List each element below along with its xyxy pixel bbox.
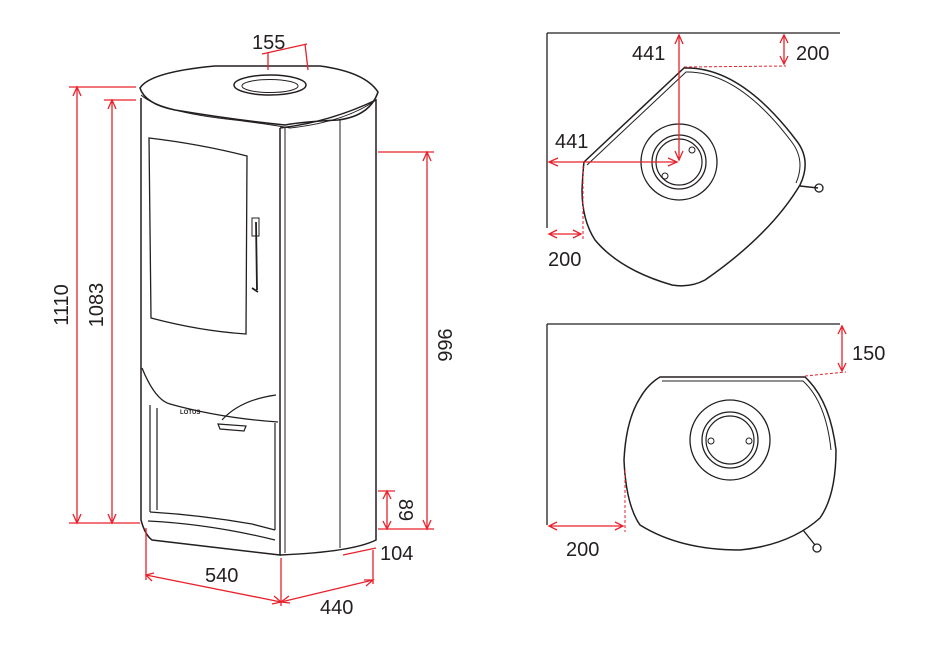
dim-ext-wall-back-clearance (804, 371, 847, 377)
flue-collar-icon (233, 74, 307, 96)
dim-arrows-wall-side-clearance (547, 521, 625, 531)
label-outlet-height: 89 (394, 499, 416, 521)
door-handle-icon (251, 221, 259, 293)
wall-flue-collar-icon (701, 411, 759, 469)
storage-compartment-frame (149, 405, 276, 530)
dim-line-rear-offset (342, 547, 377, 556)
flue-inner-ring (241, 79, 299, 93)
dim-arrows-wall-back-clearance (837, 324, 847, 373)
air-control-icon (221, 394, 277, 421)
label-depth: 440 (320, 597, 353, 619)
label-flue-diameter: 155 (252, 32, 285, 54)
corner-plan-view: 441 441 200 200 (546, 32, 840, 287)
dim-line-depth (280, 579, 374, 603)
dim-arrows-door-height (107, 98, 117, 525)
label-side-clearance: 200 (548, 249, 581, 271)
corner-lever-knob-icon (814, 183, 824, 193)
dim-arrows-flue-to-side-wall (547, 157, 679, 167)
front-view: LOTUS (139, 65, 379, 556)
stove-side-body (279, 98, 377, 556)
wall-lever-rod-icon (802, 529, 816, 546)
brand-logo: LOTUS (180, 410, 200, 416)
stove-plinth-line (147, 520, 276, 541)
wall-flue-bolt-icon (707, 437, 715, 445)
dim-arrows-overall-height (72, 85, 82, 525)
storage-shelf-edge (149, 511, 276, 531)
label-flue-to-side-wall: 441 (555, 131, 588, 153)
dim-ext-back-clearance (683, 65, 787, 68)
label-wall-back-clearance: 150 (852, 343, 885, 365)
door-bottom-curve (141, 367, 279, 423)
corner-plan-inner-edge (586, 71, 801, 184)
label-back-clearance: 200 (796, 43, 829, 65)
corner-flue-bolt-icon (661, 172, 669, 180)
corner-plan-outline (581, 67, 806, 287)
label-overall-height: 1110 (51, 284, 73, 326)
wall-flue-inner-ring (705, 415, 755, 465)
label-rear-offset: 104 (380, 543, 413, 565)
wall-lever-knob-icon (812, 543, 822, 553)
corner-flue-bolt-icon (688, 146, 696, 154)
label-width: 540 (205, 565, 238, 587)
dim-arrows-depth (279, 579, 375, 604)
wall-plan-inner-edge (662, 380, 832, 451)
label-flue-to-wall: 441 (632, 43, 665, 65)
wall-plan-outline (623, 376, 837, 551)
stove-front-body (140, 98, 281, 556)
dim-arrows-outlet-height (382, 489, 392, 531)
stove-top-edge (140, 94, 377, 129)
door-glass (148, 137, 248, 335)
dim-line-width (145, 574, 282, 603)
dim-tick-flue-right (304, 43, 309, 71)
dim-arrows-back-clearance (779, 33, 789, 66)
dim-arrows-side-clearance (547, 229, 583, 239)
wall-flue-bolt-icon (745, 437, 753, 445)
dim-arrows-flue-to-wall (674, 33, 684, 162)
dim-arrows-flue-height (422, 150, 432, 531)
dim-line-flue-diameter (261, 43, 308, 55)
label-wall-side-clearance: 200 (566, 539, 599, 561)
wall-flue-outer-ring (689, 399, 771, 481)
corner-walls (546, 32, 840, 228)
front-view-dimensions: 155 1110 1083 966 89 104 540 (51, 32, 455, 619)
wall-plan-view: 150 200 (546, 323, 885, 561)
door-handle-bracket (251, 217, 260, 237)
label-flue-height: 966 (433, 328, 455, 361)
air-lever-icon (217, 423, 247, 432)
wall-plan-walls (546, 323, 840, 525)
label-door-height: 1083 (86, 283, 108, 328)
